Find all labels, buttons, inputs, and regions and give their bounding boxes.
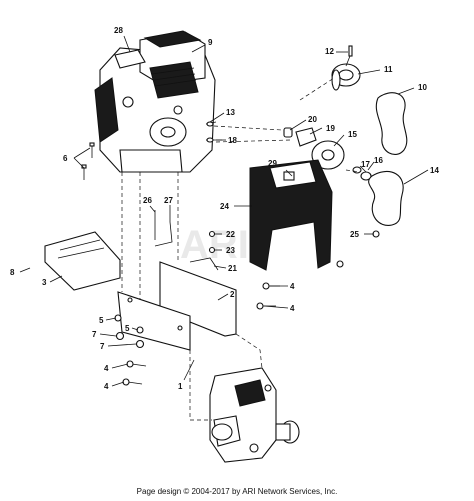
- callouts: 28 9 12 11 10 13 18 20 19 15 6 29 17 16 …: [10, 26, 439, 391]
- callout-23: 23: [226, 246, 235, 255]
- callout-21: 21: [228, 264, 237, 273]
- callout-9: 9: [208, 38, 213, 47]
- callout-1: 1: [178, 382, 183, 391]
- callout-2: 2: [230, 290, 235, 299]
- hardware-5-7: [114, 314, 145, 349]
- callout-11: 11: [384, 65, 393, 74]
- callout-29: 29: [268, 159, 277, 168]
- callout-5-right: 5: [125, 324, 130, 333]
- callout-14: 14: [430, 166, 439, 175]
- callout-18: 18: [228, 136, 237, 145]
- callout-4-upper-right: 4: [290, 282, 295, 291]
- callout-17: 17: [361, 160, 370, 169]
- drive-belt-lower: [368, 170, 404, 226]
- callout-24: 24: [220, 202, 229, 211]
- callout-22: 22: [226, 230, 235, 239]
- callout-12: 12: [325, 47, 334, 56]
- transmission: [209, 367, 300, 463]
- engine-pulley-assembly: [331, 45, 361, 91]
- callout-16: 16: [374, 156, 383, 165]
- leader-lines: [19, 35, 429, 387]
- callout-25: 25: [350, 230, 359, 239]
- callout-19: 19: [326, 124, 335, 133]
- engine: [94, 30, 216, 173]
- guard-hardware: [205, 121, 380, 268]
- callout-7-lower: 7: [100, 342, 105, 351]
- callout-20: 20: [308, 115, 317, 124]
- callout-5-left: 5: [99, 316, 104, 325]
- skid-plate: [44, 231, 121, 291]
- drive-belt-upper: [375, 92, 408, 155]
- frame-plate: [117, 261, 237, 351]
- callout-6: 6: [63, 154, 68, 163]
- alignment-lines: [121, 77, 361, 421]
- callout-13: 13: [226, 108, 235, 117]
- callout-28: 28: [114, 26, 123, 35]
- bolts-4-left: [122, 360, 147, 386]
- transmission-pulley-assembly: [283, 127, 372, 181]
- ari-watermark: ARI: [180, 223, 249, 267]
- page-footer: Page design © 2004-2017 by ARI Network S…: [136, 487, 338, 496]
- callout-4-upper-left: 4: [104, 364, 109, 373]
- callout-27: 27: [164, 196, 173, 205]
- callout-4-lower-right: 4: [290, 304, 295, 313]
- bolts-4-right: [256, 282, 280, 310]
- callout-10: 10: [418, 83, 427, 92]
- callout-26: 26: [143, 196, 152, 205]
- bolts-6: [81, 142, 95, 180]
- belt-guard: [249, 159, 333, 271]
- callout-8: 8: [10, 268, 15, 277]
- callout-3: 3: [42, 278, 47, 287]
- callout-4-lower-left: 4: [104, 382, 109, 391]
- callout-15: 15: [348, 130, 357, 139]
- callout-7-upper: 7: [92, 330, 97, 339]
